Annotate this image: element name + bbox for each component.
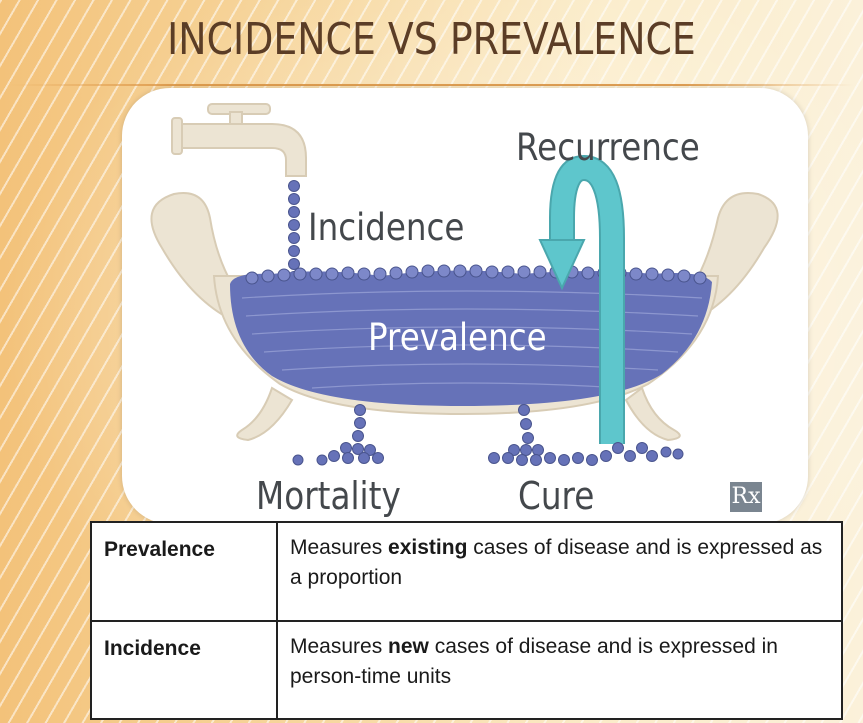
table-definition: Measures existing cases of disease and i… <box>277 522 842 621</box>
table-row: Incidence Measures new cases of disease … <box>91 621 842 720</box>
table-term: Prevalence <box>91 522 277 621</box>
table-row: Prevalence Measures existing cases of di… <box>91 522 842 621</box>
definition-text: Measures <box>290 536 388 559</box>
incidence-droplets <box>289 181 300 283</box>
definitions-table: Prevalence Measures existing cases of di… <box>90 521 843 720</box>
incidence-label: Incidence <box>308 206 464 249</box>
table-term: Incidence <box>91 621 277 720</box>
table-definition: Measures new cases of disease and is exp… <box>277 621 842 720</box>
prevalence-label: Prevalence <box>368 316 547 359</box>
diagram-panel: Recurrence Incidence Prevalence Mortalit… <box>122 88 808 524</box>
bathtub-diagram <box>122 88 808 524</box>
rx-logo-icon: Rx <box>730 482 762 512</box>
definition-text: Measures <box>290 635 388 658</box>
definition-emphasis: new <box>388 635 429 658</box>
recurrence-label: Recurrence <box>516 126 700 169</box>
cure-label: Cure <box>518 474 594 518</box>
mortality-droplets <box>293 405 384 466</box>
mortality-label: Mortality <box>256 474 401 518</box>
slide-title: INCIDENCE VS PREVALENCE <box>60 14 802 65</box>
title-underline <box>10 84 853 86</box>
faucet-icon <box>172 104 306 176</box>
definition-emphasis: existing <box>388 536 467 559</box>
